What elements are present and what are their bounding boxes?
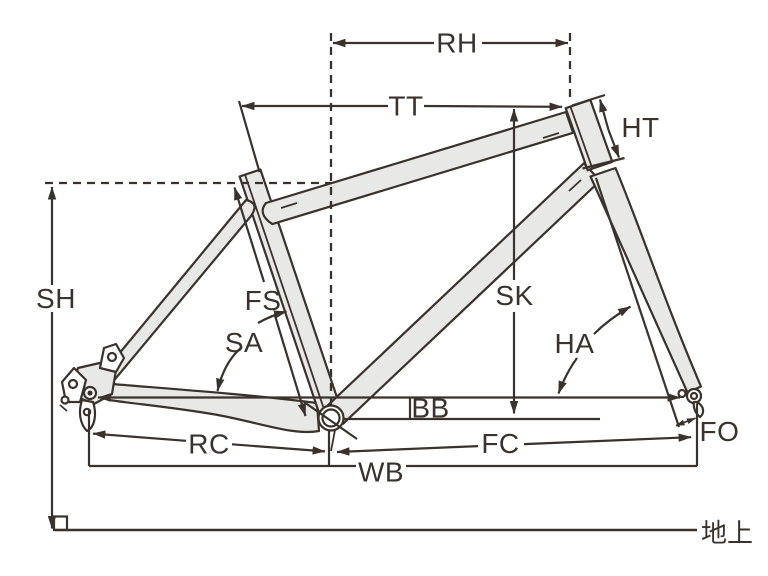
seat-axis-extension-line [237, 100, 261, 173]
dimension-wb [87, 403, 699, 468]
label-sh: SH [36, 283, 76, 314]
label-tt: TT [388, 91, 423, 122]
top-tube [261, 110, 575, 226]
fork-blade [589, 166, 703, 394]
qr-stem [59, 404, 68, 412]
label-fs: FS [245, 285, 282, 316]
dimension-fo [594, 177, 696, 428]
chain-stay [107, 382, 321, 434]
qr-nub [60, 395, 70, 405]
label-wb: WB [358, 457, 404, 488]
top-tube-weld-right [542, 132, 560, 139]
steering-axis-line [594, 177, 681, 428]
head-tube-inner-line [569, 106, 594, 169]
rear-dropout-ear-right-hole [106, 351, 118, 363]
label-ha: HA [555, 328, 595, 359]
bb-vertical-2 [330, 429, 336, 452]
frame-artwork [59, 98, 705, 440]
rear-dropout-ear-left-hole [67, 378, 79, 390]
dimension-fc [336, 433, 692, 456]
label-ht: HT [621, 112, 659, 143]
dimension-ha [557, 305, 632, 395]
label-sa: SA [225, 327, 263, 358]
crank-axis-line [303, 401, 358, 440]
dimension-labels: RH TT HT SH FS SA SK HA BB RC FC WB FO 地… [36, 28, 753, 549]
down-tube [325, 162, 602, 425]
dimension-lines [45, 33, 699, 532]
front-axle-center [689, 391, 699, 401]
label-fc: FC [481, 428, 519, 459]
label-sk: SK [495, 280, 533, 311]
down-tube-weld [568, 179, 582, 192]
dimension-sh [47, 186, 69, 532]
label-rc: RC [188, 429, 229, 460]
right-angle-mark [52, 515, 69, 532]
bottom-bracket-bore [321, 408, 341, 428]
dimension-fs [233, 186, 307, 417]
dimension-rc [92, 430, 326, 455]
front-dropout [677, 387, 705, 419]
dimension-sa [216, 310, 288, 392]
label-fo: FO [700, 416, 740, 447]
dimension-tt [237, 100, 563, 173]
seat-tube-inner-line [244, 175, 329, 420]
label-rh: RH [436, 28, 477, 59]
label-ground: 地上 [701, 518, 753, 548]
label-bb: BB [411, 393, 449, 424]
front-dropout-nub [677, 388, 687, 399]
top-tube-weld-left [280, 202, 298, 209]
front-dropout-hook [692, 400, 705, 419]
dimension-bb-drop [343, 397, 600, 421]
dimension-ht [571, 93, 625, 170]
rear-axle-center [87, 390, 93, 396]
